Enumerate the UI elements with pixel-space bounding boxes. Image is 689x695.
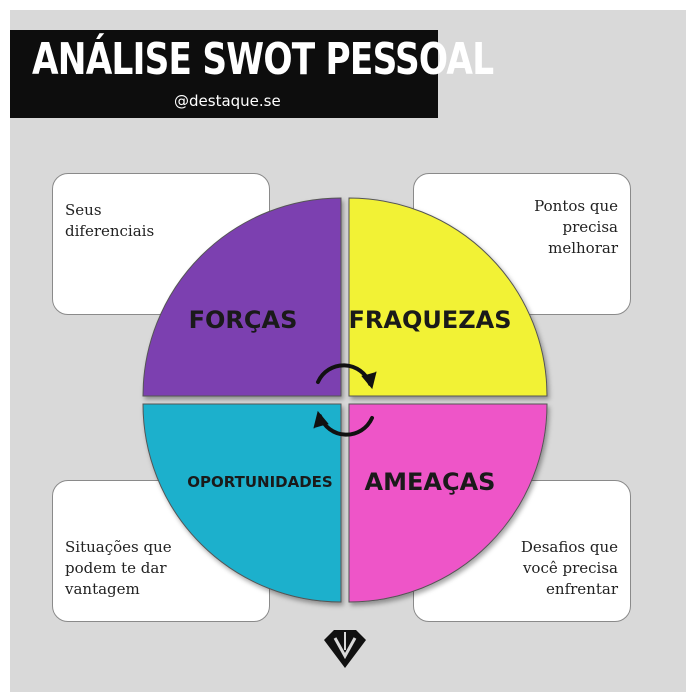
social-handle: @destaque.se	[174, 92, 281, 110]
weaknesses-quadrant	[348, 197, 548, 397]
title-banner: ANÁLISE SWOT PESSOAL @destaque.se	[10, 30, 494, 118]
page-title: ANÁLISE SWOT PESSOAL	[32, 34, 494, 85]
threats-quadrant	[348, 403, 548, 603]
swot-circle: FORÇAS FRAQUEZAS OPORTUNIDADES AMEAÇAS	[142, 197, 548, 668]
strengths-quadrant	[142, 197, 342, 397]
infographic: ANÁLISE SWOT PESSOAL @destaque.se Seus d…	[10, 10, 686, 692]
cycle-arrows-icon	[313, 363, 377, 437]
brand-logo-icon	[324, 630, 366, 668]
strengths-label: FORÇAS	[189, 306, 298, 334]
weaknesses-label: FRAQUEZAS	[349, 306, 512, 334]
opportunities-label: OPORTUNIDADES	[187, 473, 332, 491]
opportunities-quadrant	[142, 403, 342, 603]
threats-label: AMEAÇAS	[365, 468, 496, 496]
